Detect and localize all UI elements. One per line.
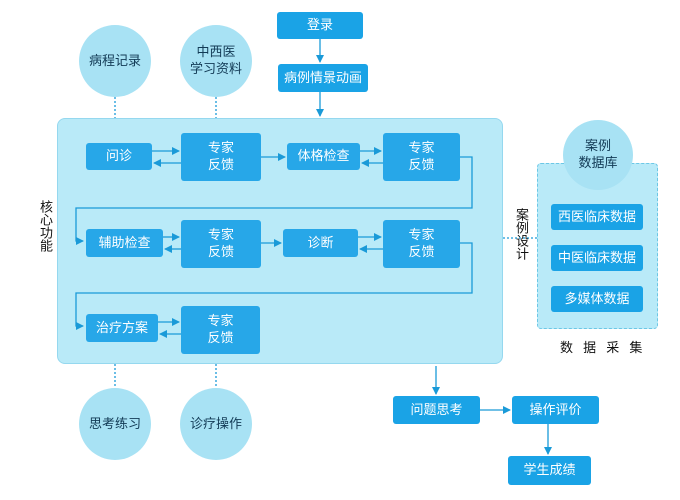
- expert-feedback-button-5[interactable]: 专家 反馈: [181, 306, 260, 354]
- case-design-label: 案例设计: [513, 208, 528, 260]
- expert-feedback-button-1[interactable]: 专家 反馈: [181, 133, 261, 181]
- expert-feedback-button-4[interactable]: 专家 反馈: [383, 220, 460, 268]
- tcm-clinical-data-button[interactable]: 中医临床数据: [551, 245, 643, 271]
- auxiliary-exam-button[interactable]: 辅助检查: [86, 229, 163, 257]
- core-function-label: 核心功能: [37, 200, 52, 252]
- arrow-row1-to-row2: [75, 156, 473, 245]
- data-collection-label: 数 据 采 集: [560, 341, 646, 356]
- western-clinical-data-button[interactable]: 西医临床数据: [551, 204, 643, 230]
- case-database-circle[interactable]: 案例 数据库: [563, 120, 633, 190]
- treatment-plan-button[interactable]: 治疗方案: [86, 314, 158, 342]
- case-animation-button[interactable]: 病例情景动画: [278, 64, 368, 92]
- medical-record-circle[interactable]: 病程记录: [79, 25, 151, 97]
- diagnosis-button[interactable]: 诊断: [283, 229, 358, 257]
- login-button[interactable]: 登录: [277, 12, 363, 39]
- multimedia-data-button[interactable]: 多媒体数据: [551, 286, 643, 312]
- expert-feedback-button-2[interactable]: 专家 反馈: [383, 133, 460, 181]
- student-score-button[interactable]: 学生成绩: [508, 456, 591, 485]
- physical-exam-button[interactable]: 体格检查: [287, 143, 360, 170]
- expert-feedback-button-3[interactable]: 专家 反馈: [181, 220, 261, 268]
- arrow-row2-to-row3: [75, 242, 473, 330]
- thinking-practice-circle[interactable]: 思考练习: [79, 388, 151, 460]
- treatment-operation-circle[interactable]: 诊疗操作: [180, 388, 252, 460]
- question-thinking-button[interactable]: 问题思考: [393, 396, 480, 424]
- study-material-circle[interactable]: 中西医 学习资料: [180, 25, 252, 97]
- consultation-button[interactable]: 问诊: [86, 143, 152, 170]
- operation-eval-button[interactable]: 操作评价: [512, 396, 599, 424]
